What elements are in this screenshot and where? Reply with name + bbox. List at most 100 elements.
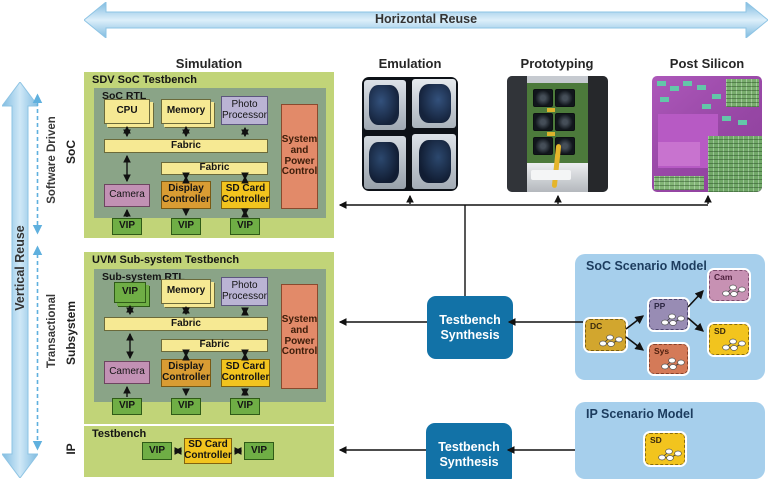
scenario-node-sd: SD	[643, 431, 687, 467]
transactional-label: Transactional	[46, 293, 58, 369]
display-controller-block: Display Controller	[161, 359, 211, 387]
cpu-block: CPU	[104, 99, 150, 124]
scenario-node-pp: PP	[647, 297, 690, 332]
vip-block: VIP	[244, 442, 274, 460]
die-block	[654, 176, 704, 190]
fabric-bar: Fabric	[161, 339, 268, 352]
row-label-ip: IP	[64, 443, 78, 455]
sd-card-controller-block: SD Card Controller	[221, 181, 270, 209]
photo-detail	[364, 136, 406, 189]
scenario-node-label: Sys	[654, 346, 670, 356]
scenario-node-cam: Cam	[707, 268, 751, 303]
system-power-control-block: System and Power Control	[281, 284, 318, 389]
die-block	[712, 94, 721, 99]
photo-detail	[412, 79, 456, 128]
scenario-graph-icon	[661, 313, 685, 326]
photo-detail	[369, 142, 399, 183]
column-header-prototyping: Prototyping	[520, 56, 594, 71]
die-block	[738, 120, 747, 125]
column-header-post-silicon: Post Silicon	[669, 56, 745, 71]
vip-block: VIP	[114, 282, 146, 303]
post-silicon-photo	[652, 76, 762, 192]
sd-card-controller-block: SD Card Controller	[184, 438, 232, 464]
vip-block: VIP	[112, 218, 142, 235]
testbench-synthesis-box-top: Testbench Synthesis	[427, 296, 513, 359]
ip-testbench-title: Testbench	[92, 428, 147, 440]
memory-block: Memory	[161, 279, 211, 304]
camera-block: Camera	[104, 361, 150, 384]
scenario-node-sd: SD	[707, 322, 751, 357]
prototyping-photo	[507, 76, 608, 192]
fabric-bar: Fabric	[161, 162, 268, 175]
system-power-control-block: System and Power Control	[281, 104, 318, 209]
photo-detail	[547, 108, 555, 112]
vertical-reuse-label: Vertical Reuse	[13, 225, 27, 311]
fabric-bar: Fabric	[104, 139, 268, 153]
fan-module	[533, 89, 553, 107]
horizontal-reuse-label: Horizontal Reuse	[374, 12, 478, 26]
sd-card-controller-block: SD Card Controller	[221, 359, 270, 387]
vip-block: VIP	[142, 442, 172, 460]
row-label-subsystem: Subsystem	[64, 300, 78, 366]
emulation-photo	[362, 77, 458, 191]
vip-block: VIP	[230, 218, 260, 235]
fan-module	[533, 113, 553, 131]
die-block	[670, 86, 679, 91]
photo-processor-block: Photo Processor	[221, 277, 268, 306]
scenario-graph-icon	[722, 284, 746, 297]
fan-module	[555, 89, 575, 107]
display-controller-block: Display Controller	[161, 181, 211, 209]
photo-detail	[507, 76, 527, 192]
photo-detail	[547, 132, 555, 136]
scenario-node-label: Cam	[714, 272, 733, 282]
die-block	[702, 104, 711, 109]
die-block	[726, 79, 759, 107]
scenario-graph-icon	[722, 338, 746, 351]
photo-detail	[531, 170, 571, 180]
die-block	[708, 136, 762, 192]
scenario-graph-icon	[661, 357, 685, 370]
photo-detail	[419, 84, 451, 123]
photo-detail	[412, 134, 456, 189]
soc-scenario-model-title: SoC Scenario Model	[586, 259, 707, 273]
die-block	[658, 142, 700, 166]
photo-detail	[588, 76, 608, 192]
scenario-node-sys: Sys	[647, 342, 690, 376]
camera-block: Camera	[104, 184, 150, 207]
die-block	[722, 116, 731, 121]
soc-testbench-title: SDV SoC Testbench	[92, 74, 197, 86]
software-driven-label: Software Driven	[46, 116, 58, 204]
scenario-node-dc: DC	[583, 317, 628, 353]
scenario-node-label: DC	[590, 321, 603, 331]
column-header-simulation: Simulation	[175, 56, 243, 71]
ip-scenario-model-title: IP Scenario Model	[586, 407, 694, 421]
die-block	[683, 81, 692, 86]
die-block	[660, 97, 669, 102]
fan-module	[555, 113, 575, 131]
vip-block: VIP	[112, 398, 142, 415]
photo-detail	[527, 76, 588, 83]
column-header-emulation: Emulation	[378, 56, 442, 71]
photo-detail	[419, 140, 451, 183]
vip-block: VIP	[171, 218, 201, 235]
memory-block: Memory	[161, 99, 211, 124]
die-block	[657, 81, 666, 86]
vip-block: VIP	[230, 398, 260, 415]
vip-block: VIP	[171, 398, 201, 415]
scenario-graph-icon	[658, 448, 682, 461]
testbench-synthesis-box-bottom: Testbench Synthesis	[426, 423, 512, 479]
photo-processor-block: Photo Processor	[221, 96, 268, 125]
photo-detail	[364, 80, 406, 130]
photo-detail	[369, 85, 399, 125]
scenario-node-label: SD	[650, 435, 662, 445]
vertical-reuse-arrow	[2, 82, 38, 478]
scenario-node-label: PP	[654, 301, 666, 311]
fabric-bar: Fabric	[104, 317, 268, 331]
horizontal-reuse-arrow	[84, 2, 768, 38]
row-label-soc: SoC	[64, 140, 78, 164]
die-block	[697, 85, 706, 90]
scenario-graph-icon	[599, 334, 623, 347]
scenario-node-label: SD	[714, 326, 726, 336]
fan-module	[533, 137, 553, 155]
